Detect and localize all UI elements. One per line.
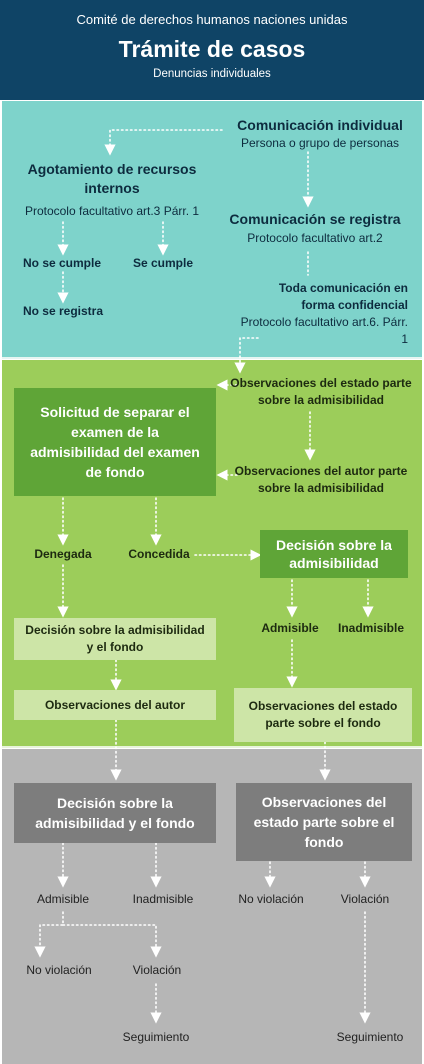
node-violacion-right: Violación (340, 892, 390, 906)
node-denegada: Denegada (34, 547, 92, 561)
node-solicitud-separar: Solicitud de separar el examen de la adm… (14, 388, 216, 496)
node-obs-estado-admisibilidad: Observaciones del estado parte sobre la … (230, 376, 412, 407)
node-seguimiento-right: Seguimiento (336, 1030, 404, 1044)
node-comunicacion-registra-sub: Protocolo facultativo art.2 (247, 231, 383, 245)
node-se-cumple: Se cumple (132, 256, 194, 270)
node-comunicacion-individual-sub: Persona o grupo de personas (240, 136, 400, 150)
node-admisible-grey: Admisible (36, 892, 90, 906)
node-no-violacion-left: No violación (26, 963, 92, 977)
node-obs-estado-fondo-grey-label: Observaciones del estado parte sobre el … (253, 794, 395, 850)
organization-name: Comité de derechos humanos naciones unid… (76, 12, 348, 27)
stage-registration (2, 101, 422, 359)
node-comunicacion-registra-title: Comunicación se registra (229, 211, 401, 227)
node-confidencial-title: Toda comunicación en forma confidencial (278, 281, 408, 312)
node-decision-admisibilidad: Decisión sobre la admisibilidad (260, 530, 408, 578)
node-decision-admis-fondo-green: Decisión sobre la admisibilidad y el fon… (14, 618, 216, 660)
node-agotamiento-sub: Protocolo facultativo art.3 Párr. 1 (24, 204, 200, 218)
node-no-violacion-right: No violación (238, 892, 304, 906)
header-banner: Comité de derechos humanos naciones unid… (0, 0, 424, 100)
page-title: Trámite de casos (118, 36, 306, 62)
node-decision-admis-fondo-green-label: Decisión sobre la admisibilidad y el fon… (25, 623, 205, 654)
node-obs-estado-fondo-green: Observaciones del estado parte sobre el … (234, 688, 412, 742)
node-seguimiento-left: Seguimiento (122, 1030, 190, 1044)
node-admisible-green: Admisible (261, 621, 319, 635)
node-no-se-registra: No se registra (22, 304, 104, 318)
node-obs-estado-fondo-grey: Observaciones del estado parte sobre el … (236, 783, 412, 861)
node-agotamiento-title: Agotamiento de recursos internos (27, 161, 197, 196)
node-confidencial-sub: Protocolo facultativo art.6. Párr. 1 (240, 315, 408, 346)
node-solicitud-separar-label: Solicitud de separar el examen de la adm… (30, 404, 200, 480)
node-decision-admisibilidad-label: Decisión sobre la admisibilidad (276, 537, 392, 571)
node-obs-autor-label: Observaciones del autor (44, 697, 186, 712)
node-obs-autor: Observaciones del autor (14, 690, 216, 720)
node-decision-admis-fondo-grey: Decisión sobre la admisibilidad y el fon… (14, 783, 216, 843)
page-subtitle: Denuncias individuales (153, 68, 271, 80)
node-inadmisible-grey: Inadmisible (132, 892, 194, 906)
node-comunicacion-individual-title: Comunicación individual (237, 117, 403, 133)
node-inadmisible-green: Inadmisible (337, 621, 405, 635)
node-no-se-cumple: No se cumple (22, 256, 102, 270)
node-violacion-left: Violación (132, 963, 182, 977)
node-obs-estado-fondo-green-label: Observaciones del estado parte sobre el … (248, 699, 398, 730)
node-concedida: Concedida (128, 547, 190, 561)
node-decision-admis-fondo-grey-label: Decisión sobre la admisibilidad y el fon… (35, 795, 195, 831)
node-obs-autor-admisibilidad: Observaciones del autor parte sobre la a… (234, 464, 408, 495)
